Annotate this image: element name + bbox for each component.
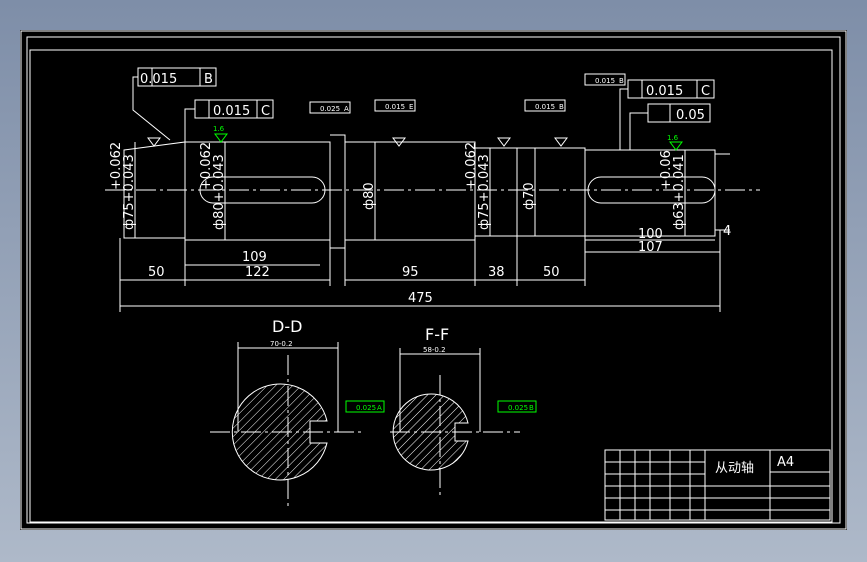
dia-seg4-top: +0.062 [464,142,479,190]
tol-a-value: 0.025 [320,105,340,113]
section-ff-title: F-F [425,325,449,344]
keyway-left [199,176,326,204]
shaft-segment-2 [185,141,331,241]
dia-left-bot: ф75+0.043 [122,154,137,230]
runout-b-value: 0.015 [140,72,177,87]
dim-107: 107 [638,240,663,255]
title-block [604,449,831,521]
dim-95: 95 [402,265,419,280]
dim-100: 100 [638,227,663,242]
dd-symmetry-frame [345,400,385,413]
runout-b-ref: B [204,72,213,87]
dia-seg2-top: +0.062 [199,142,214,190]
ff-symmetry-frame [497,400,537,413]
dia-seg4-bot: ф75+0.043 [477,154,492,230]
shaft-drawing: 0.015 B 0.015 C 0.015 C 0.05 50 122 109 … [20,30,847,530]
dim-50b: 50 [543,265,560,280]
outer-border [20,30,847,530]
drawing-frame [26,36,841,524]
dd-section-shape [231,383,328,481]
shaft-segment-4 [475,147,518,237]
tol-e-value: 0.015 [385,103,405,111]
shaft-segment-5 [517,147,586,237]
ff-section-shape [392,393,469,471]
tol-a-ref: A [344,105,349,113]
leader [619,88,648,150]
dd-sym-value: 0.025 [356,404,376,412]
dim-122: 122 [245,265,270,280]
roughness-symbol-green [214,133,228,143]
roughness-symbol [554,137,568,147]
dim-50: 50 [148,265,165,280]
roughness-symbol [497,137,511,147]
tol-b2-ref: B [619,77,624,85]
roughness-symbol-green [669,141,683,151]
shaft-segment-3 [345,141,476,241]
dia-seg5: ф70 [522,182,537,210]
sheet-size: A4 [777,455,794,470]
ff-sym-value: 0.025 [508,404,528,412]
dia-right-bot: ф63+0.041 [672,154,687,230]
cylindricity-value: 0.05 [676,108,705,123]
shaft-end [715,153,730,231]
dim-109: 109 [242,250,267,265]
roughness-2: 1.6 [667,134,679,142]
leader [132,76,171,141]
dd-width: 70-0.2 [270,340,293,348]
dia-left-top: +0.062 [109,142,124,190]
leader [184,108,195,142]
shaft-segment-6 [585,149,716,237]
roughness-1: 1.6 [213,125,225,133]
dim-4: 4 [723,224,731,239]
dim-38: 38 [488,265,505,280]
tol-frame-b [524,99,566,112]
dim-475: 475 [408,291,433,306]
inner-frame [29,49,833,523]
roughness-symbol [392,137,406,147]
runout-c-value: 0.015 [213,104,250,119]
tol-frame-a [309,101,351,114]
part-name: 从动轴 [715,461,754,476]
tol-frame-b2 [584,73,626,86]
tol-b-value: 0.015 [535,103,555,111]
tol-b2-value: 0.015 [595,77,615,85]
section-dd-title: D-D [272,317,302,336]
ff-sym-ref: B [529,404,534,412]
shaft-collar [330,134,346,249]
dia-seg2-bot: ф80+0.043 [212,154,227,230]
runout-c2-value: 0.015 [646,84,683,99]
dia-collar: ф80 [362,182,377,210]
tol-frame-e [374,99,416,112]
roughness-symbol [147,137,161,147]
dia-right-top: +0.06 [659,150,674,190]
runout-c-ref: C [261,104,270,119]
tol-e-ref: E [409,103,413,111]
keyway-right [587,176,716,204]
runout-c2-ref: C [701,84,710,99]
dd-sym-ref: A [377,404,382,412]
ff-width: 58-0.2 [423,346,446,354]
drawing-canvas: 0.015 B 0.015 C 0.015 C 0.05 50 122 109 … [20,30,847,530]
tol-b-ref: B [559,103,564,111]
